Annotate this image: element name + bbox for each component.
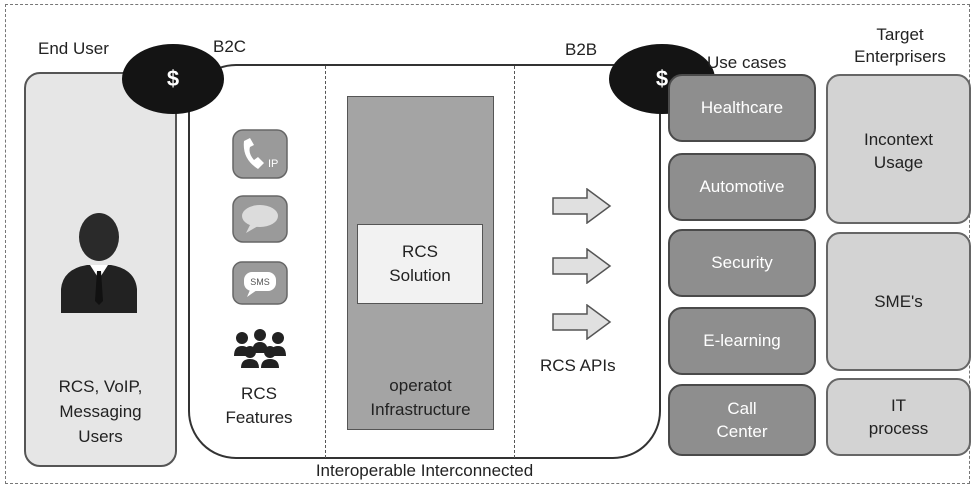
enterprise-it-process: IT process — [826, 378, 971, 456]
use-case-e-learning: E-learning — [668, 307, 816, 375]
rcs-features-label: RCS Features — [225, 384, 293, 427]
end-user-panel — [24, 72, 177, 467]
use-case-security: Security — [668, 229, 816, 297]
footer-label: Interoperable Interconnected — [315, 461, 534, 480]
operator-infrastructure-label: operatot Infrastructure — [370, 376, 471, 419]
divider-right — [514, 66, 515, 458]
rcs-solution-box: RCS Solution — [357, 224, 483, 304]
use-case-automotive: Automotive — [668, 153, 816, 221]
b2b-header: B2B — [565, 40, 598, 59]
dollar-coin-b2c: $ — [122, 44, 224, 114]
sms-icon-text: SMS — [250, 277, 270, 287]
target-enterprisers-header: Target Enterprisers — [854, 25, 946, 66]
divider-left — [325, 66, 326, 458]
ip-icon-text: IP — [268, 158, 278, 170]
arrow-right-icon — [552, 248, 612, 284]
rcs-apis-label: RCS APIs — [540, 356, 616, 375]
use-case-healthcare: Healthcare — [668, 74, 816, 142]
sms-icon: SMS — [232, 261, 288, 305]
voip-phone-icon: IP — [232, 129, 288, 179]
end-user-header: End User — [38, 39, 109, 58]
use-case-call-center: Call Center — [668, 384, 816, 456]
b2c-header: B2C — [213, 37, 247, 56]
group-people-icon — [234, 329, 286, 368]
enterprise-incontext-usage: Incontext Usage — [826, 74, 971, 224]
messaging-bubble-icon — [232, 195, 288, 243]
arrow-right-icon — [552, 304, 612, 340]
user-avatar-icon — [61, 213, 137, 313]
arrow-right-icon — [552, 188, 612, 224]
enterprise-smes: SME's — [826, 232, 971, 371]
end-user-label: RCS, VoIP, Messaging Users — [58, 377, 143, 446]
use-cases-header: Use cases — [707, 53, 787, 72]
